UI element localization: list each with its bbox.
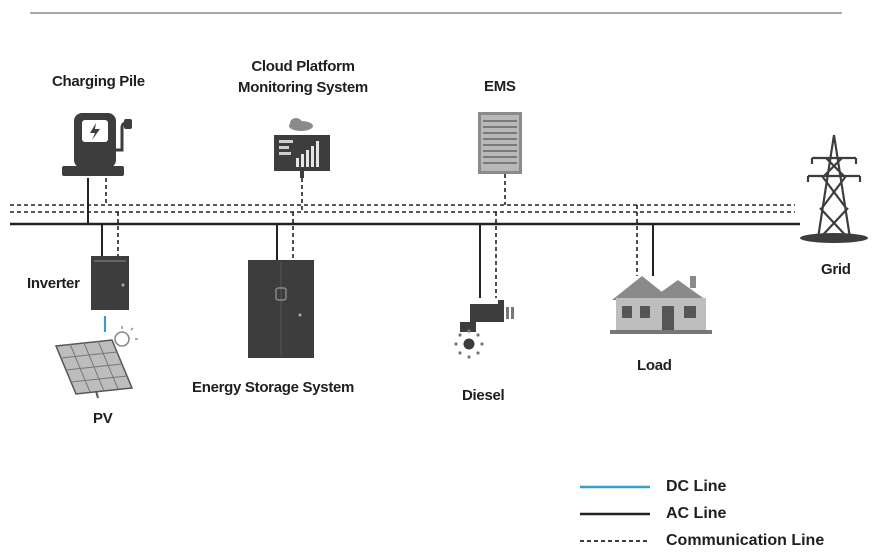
- pv-label: PV: [93, 410, 113, 427]
- legend-dc-line-label: DC Line: [666, 478, 727, 495]
- energy-storage-label: Energy Storage System: [192, 379, 355, 396]
- diesel-generator-icon: [454, 300, 514, 359]
- grid-tower-icon: [806, 134, 862, 239]
- charging-pile-label: Charging Pile: [52, 73, 145, 90]
- pv-panel-icon: [54, 326, 138, 399]
- ems-label: EMS: [484, 78, 516, 95]
- inverter-icon: [91, 256, 129, 310]
- cloud-platform-label-line1: Cloud Platform: [251, 58, 355, 75]
- inverter-label: Inverter: [27, 275, 80, 292]
- grid-tower-base: [800, 233, 868, 243]
- load-label: Load: [637, 357, 672, 374]
- legend-communication-line-label: Communication Line: [666, 532, 825, 549]
- cloud-platform-label-line2: Monitoring System: [238, 79, 368, 96]
- ems-cabinet-icon: [478, 112, 522, 174]
- load-house-icon: [610, 276, 712, 334]
- diesel-label: Diesel: [462, 387, 505, 404]
- cloud-monitoring-icon: [274, 118, 330, 178]
- energy-storage-cabinet-icon: [248, 260, 314, 358]
- grid-label: Grid: [821, 261, 851, 278]
- legend-ac-line-label: AC Line: [666, 505, 727, 522]
- charging-pile-icon: [62, 113, 132, 176]
